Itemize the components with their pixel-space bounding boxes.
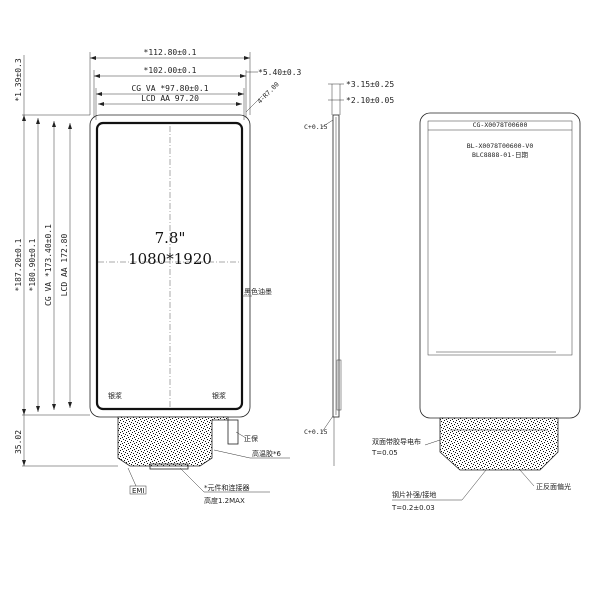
side-panel xyxy=(332,114,340,418)
back-label-line1: BL-X0078T00600-V0 xyxy=(467,142,534,150)
side-view: *3.15±0.25 *2.10±0.05 C+0.15 C+0.15 xyxy=(304,80,394,466)
label-silver-paste-left: 银浆 xyxy=(108,391,122,400)
back-view: CG-X0078T00600 BL-X0078T00600-V0 BLC8888… xyxy=(371,112,581,512)
dim-cg-height: *180.90±0.1 xyxy=(28,238,37,291)
resolution: 1080*1920 xyxy=(128,250,212,268)
label-silver-paste-right: 银浆 xyxy=(212,391,226,400)
label-steel-sheet: 钢片补强/接地 xyxy=(392,490,436,499)
dim-cg-va-height: CG VA *173.40±0.1 xyxy=(44,224,53,306)
label-component-connector: *元件和连接器 xyxy=(204,483,250,492)
back-fpc xyxy=(439,417,559,471)
dim-outline-width: *112.80±0.1 xyxy=(144,48,197,57)
dim-total-thickness: *3.15±0.25 xyxy=(346,80,394,89)
label-black-ink: 黑色油墨 xyxy=(244,287,272,296)
dim-fpc-length: 35.02 xyxy=(14,430,23,454)
label-double-tape-t: T=0.05 xyxy=(371,449,398,457)
front-fpc xyxy=(117,416,229,467)
display-size: 7.8" xyxy=(155,229,186,247)
back-label-area xyxy=(427,120,573,356)
label-front-protect: 正保 xyxy=(244,434,258,443)
dim-top-offset: *1.39±0.3 xyxy=(14,58,23,102)
dim-outline-height: *187.20±0.1 xyxy=(14,238,23,291)
dim-cg-width: *102.00±0.1 xyxy=(144,66,197,75)
front-ink-border xyxy=(95,121,244,411)
label-height-max: 高度1.2MAX xyxy=(204,496,245,505)
dim-panel-thickness: *2.10±0.05 xyxy=(346,96,394,105)
dim-lcd-aa-height: LCD AA 172.80 xyxy=(60,234,69,297)
label-emi: EMI xyxy=(132,487,145,495)
dim-cg-va-width: CG VA *97.80±0.1 xyxy=(131,84,208,93)
back-part-no: CG-X0078T00600 xyxy=(473,121,528,129)
dim-corner-radius: 4-R7.00 xyxy=(256,80,281,105)
label-double-tape: 双面带胶导电布 xyxy=(372,437,421,446)
dim-chamfer-top: C+0.15 xyxy=(304,123,328,131)
label-steel-t: T=0.2±0.03 xyxy=(391,504,435,512)
dim-side-offset: *5.40±0.3 xyxy=(258,68,302,77)
front-view: 7.8" 1080*1920 *112.80±0.1 *102.00±0.1 C… xyxy=(14,48,302,505)
dim-lcd-aa-width: LCD AA 97.20 xyxy=(141,94,199,103)
label-polarizer: 正反面偏光 xyxy=(536,482,571,491)
dim-chamfer-bottom: C+0.15 xyxy=(304,428,328,436)
back-label-line2: BLC8888-01-日期 xyxy=(472,151,529,159)
label-tape: 高温胶*6 xyxy=(252,449,281,458)
